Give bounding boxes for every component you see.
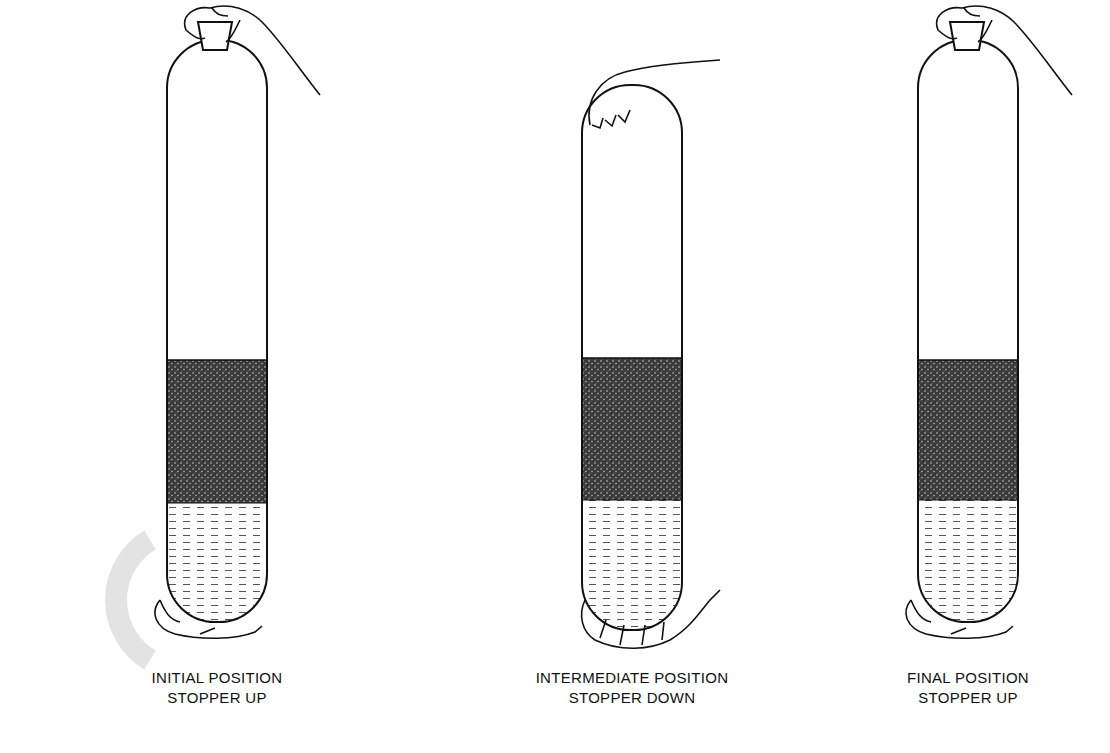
tube-intermediate [582, 60, 720, 648]
tube-initial [155, 6, 320, 638]
tube-final [906, 6, 1072, 638]
position-caption: INTERMEDIATE POSITION STOPPER DOWN [520, 668, 745, 708]
position-caption: INITIAL POSITION STOPPER UP [127, 668, 307, 708]
position-caption: FINAL POSITION STOPPER UP [888, 668, 1048, 708]
watermark-arc [116, 540, 150, 660]
